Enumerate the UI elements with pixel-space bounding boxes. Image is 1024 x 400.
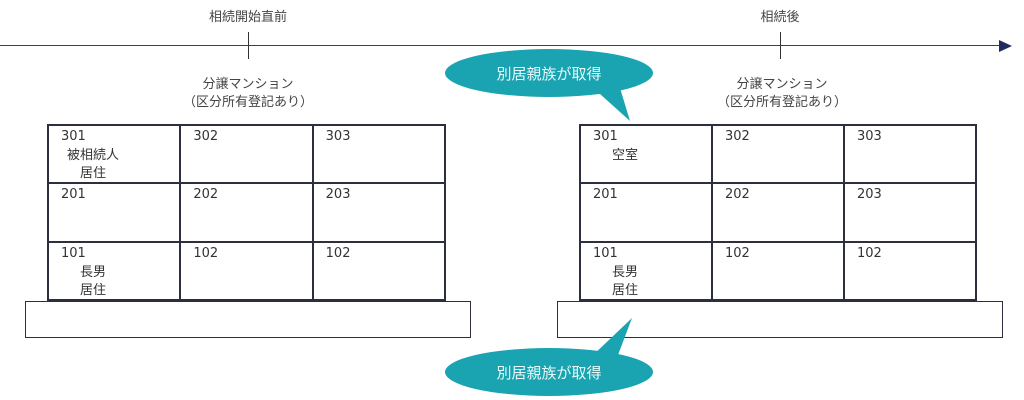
label-after-inheritance: 相続後 [760,10,800,25]
unit-note-line1: 長男 [79,264,106,280]
unit-number: 302 [725,129,750,144]
unit-cell: 203 [844,183,976,242]
unit-number: 201 [61,187,86,203]
timeline-axis [0,45,1000,46]
unit-cell: 202 [712,183,844,242]
unit-number: 102 [193,245,219,261]
after-building-title-line1: 分譲マンション [736,77,828,92]
before-building-foundation [25,301,471,338]
unit-note: 長男居住 [581,264,669,300]
after-building-title-line2: （区分所有登記あり） [716,95,847,110]
tick-after [780,32,781,59]
unit-number: 303 [325,129,351,144]
unit-cell: 302 [180,125,313,184]
unit-cell: 102 [844,241,976,300]
unit-cell: 203 [312,183,445,242]
tick-before [248,32,249,59]
callout-top-text: 別居親族が取得 [496,65,602,83]
unit-cell: 303 [312,125,445,184]
after-building-title: 分譲マンション （区分所有登記あり） [682,76,882,112]
unit-cell: 202 [180,183,313,242]
before-building-title-line1: 分譲マンション [202,77,294,92]
unit-cell: 102 [312,241,445,300]
before-building-title: 分譲マンション （区分所有登記あり） [148,76,348,112]
unit-number: 101 [61,245,86,261]
unit-cell: 201 [48,183,181,242]
unit-number: 102 [725,245,750,261]
unit-cell: 302 [712,125,844,184]
unit-cell: 101 長男居住 [580,241,712,300]
unit-note-line2: 居住 [79,282,106,298]
callout-bottom-bubble [445,318,653,396]
before-building-title-line2: （区分所有登記あり） [182,95,313,110]
unit-number: 301 [593,129,618,144]
unit-number: 202 [193,187,219,203]
after-building-grid: 301 空室 302 303 201 202 203 101 長男居住 102 10… [579,124,977,301]
unit-note-line2: 居住 [79,166,106,181]
unit-number: 303 [857,129,882,144]
unit-cell: 301 被相続人居住 [48,125,181,184]
unit-number: 102 [857,245,882,261]
unit-number: 201 [593,187,618,203]
unit-cell: 301 空室 [580,125,712,184]
unit-note: 空室 [581,147,669,165]
unit-note: 長男居住 [49,264,137,300]
unit-cell: 102 [712,241,844,300]
unit-note: 被相続人居住 [49,147,137,183]
callout-bottom-text: 別居親族が取得 [496,364,602,382]
timeline-arrow-icon [999,40,1012,52]
unit-note-line2: 居住 [611,282,638,298]
unit-number: 102 [325,245,351,261]
unit-number: 203 [325,187,351,203]
unit-note-line1: 空室 [611,148,638,163]
unit-cell: 303 [844,125,976,184]
label-before-inheritance: 相続開始直前 [208,10,287,25]
unit-note-line1: 長男 [611,264,638,280]
unit-number: 101 [593,245,618,261]
unit-number: 202 [725,187,750,203]
unit-note-line1: 被相続人 [66,148,119,163]
unit-cell: 101 長男居住 [48,241,181,300]
unit-number: 301 [61,129,86,144]
unit-number: 302 [193,129,219,144]
callout-top-bubble [445,49,653,121]
unit-cell: 102 [180,241,313,300]
unit-cell: 201 [580,183,712,242]
unit-number: 203 [857,187,882,203]
